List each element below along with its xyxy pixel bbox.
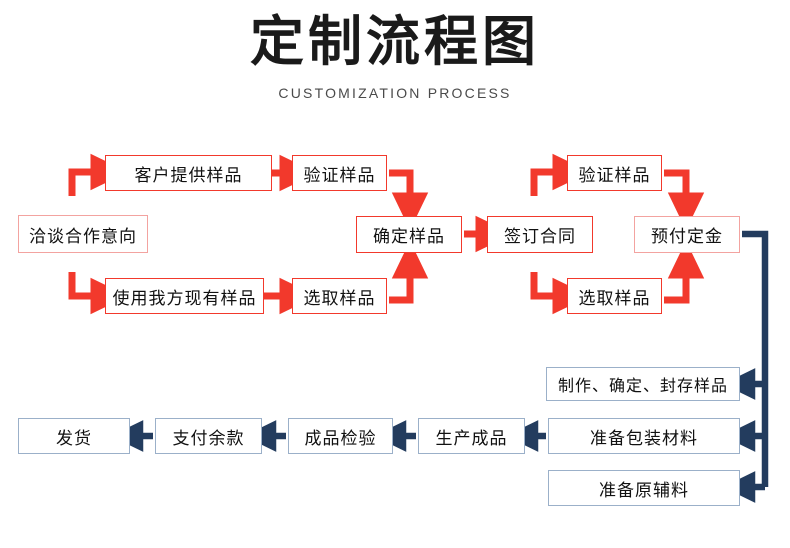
- node-prepare-raw-materials[interactable]: 准备原辅料: [548, 470, 740, 506]
- node-negotiate-cooperation[interactable]: 洽谈合作意向: [18, 215, 148, 253]
- node-customer-provides-sample[interactable]: 客户提供样品: [105, 155, 272, 191]
- node-pay-balance[interactable]: 支付余款: [155, 418, 262, 454]
- page-subtitle: CUSTOMIZATION PROCESS: [278, 85, 512, 101]
- node-use-our-existing-sample[interactable]: 使用我方现有样品: [105, 278, 264, 314]
- node-ship-goods[interactable]: 发货: [18, 418, 130, 454]
- node-prepay-deposit[interactable]: 预付定金: [634, 216, 740, 253]
- arrow-contract-to-select2: [530, 272, 591, 315]
- node-make-confirm-seal-sample[interactable]: 制作、确定、封存样品: [546, 367, 740, 401]
- arrow-negotiate-to-existing-sample: [68, 272, 129, 315]
- node-confirm-sample[interactable]: 确定样品: [356, 216, 462, 253]
- arrow-select1-to-confirm-sample: [389, 240, 429, 304]
- node-select-sample-1[interactable]: 选取样品: [292, 278, 387, 314]
- page-title: 定制流程图: [250, 12, 540, 72]
- node-sign-contract[interactable]: 签订合同: [487, 216, 593, 253]
- arrow-negotiate-to-customer-sample: [68, 153, 129, 196]
- node-prepare-packaging[interactable]: 准备包装材料: [548, 418, 740, 454]
- arrow-select2-to-deposit: [664, 240, 705, 304]
- node-verify-sample-1[interactable]: 验证样品: [292, 155, 387, 191]
- arrow-verify2-to-deposit: [664, 169, 705, 231]
- node-select-sample-2[interactable]: 选取样品: [567, 278, 662, 314]
- arrow-verify1-to-confirm-sample: [389, 169, 429, 231]
- arrow-deposit-to-make-sample-bus: [742, 230, 769, 384]
- node-verify-sample-2[interactable]: 验证样品: [567, 155, 662, 191]
- node-produce-goods[interactable]: 生产成品: [418, 418, 525, 454]
- arrow-contract-to-verify2: [530, 153, 591, 196]
- node-finished-inspection[interactable]: 成品检验: [288, 418, 393, 454]
